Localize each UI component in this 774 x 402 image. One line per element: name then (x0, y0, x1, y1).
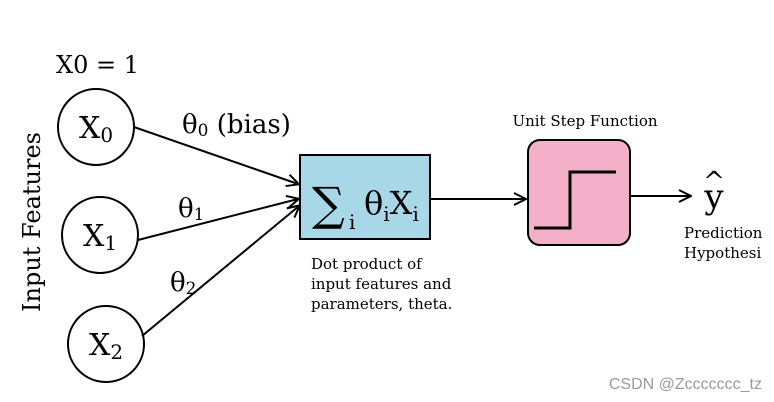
weight-theta2-label: θ2 (170, 268, 196, 299)
output-y-hat: ^ y (703, 167, 725, 217)
svg-text:X0: X0 (79, 111, 113, 147)
watermark: CSDN @Zccccccc_tz (609, 376, 762, 393)
node-x2-label: X (89, 328, 111, 363)
dot-product-caption: Dot product of input features and parame… (311, 255, 456, 313)
summation-theta: θiXi (364, 184, 419, 226)
x0-equals-one: X0 = 1 (56, 51, 139, 79)
unit-step-title: Unit Step Function (512, 112, 657, 130)
weight-theta1-label: θ1 (178, 194, 204, 225)
svg-text:X2: X2 (89, 328, 123, 364)
output-caption-line-2: Hypothesi (684, 244, 761, 262)
node-x2-sub: 2 (110, 340, 123, 364)
edge-x0-to-sum (133, 126, 298, 184)
output-caption-line-1: Prediction (684, 224, 763, 242)
summation-box: ∑ i θiXi (299, 154, 431, 240)
summation-sigma-sub: i (349, 210, 355, 234)
weight-theta0-label: θ0 (bias) (182, 110, 291, 141)
node-x0-sub: 0 (100, 123, 113, 147)
output-hat: ^ (703, 167, 725, 197)
output-symbol: y (703, 177, 724, 217)
caption-line-2: input features and (311, 275, 452, 293)
input-node-x2: X2 (67, 305, 145, 383)
output-caption: Prediction Hypothesi (684, 224, 767, 262)
caption-line-3: parameters, theta. (311, 295, 452, 313)
input-node-x1: X1 (61, 196, 139, 274)
edge-x1-to-sum (137, 199, 298, 241)
step-function-icon (534, 170, 616, 230)
node-x0-label: X (79, 111, 101, 146)
input-features-label: Input Features (18, 132, 46, 312)
input-node-x0: X0 (57, 88, 135, 166)
node-x1-label: X (83, 219, 105, 254)
unit-step-box (527, 139, 631, 246)
caption-line-1: Dot product of (311, 255, 423, 273)
summation-sigma: ∑ (312, 177, 345, 231)
edge-x2-to-sum (141, 206, 299, 337)
node-x1-sub: 1 (104, 231, 117, 255)
svg-text:X1: X1 (83, 219, 117, 255)
